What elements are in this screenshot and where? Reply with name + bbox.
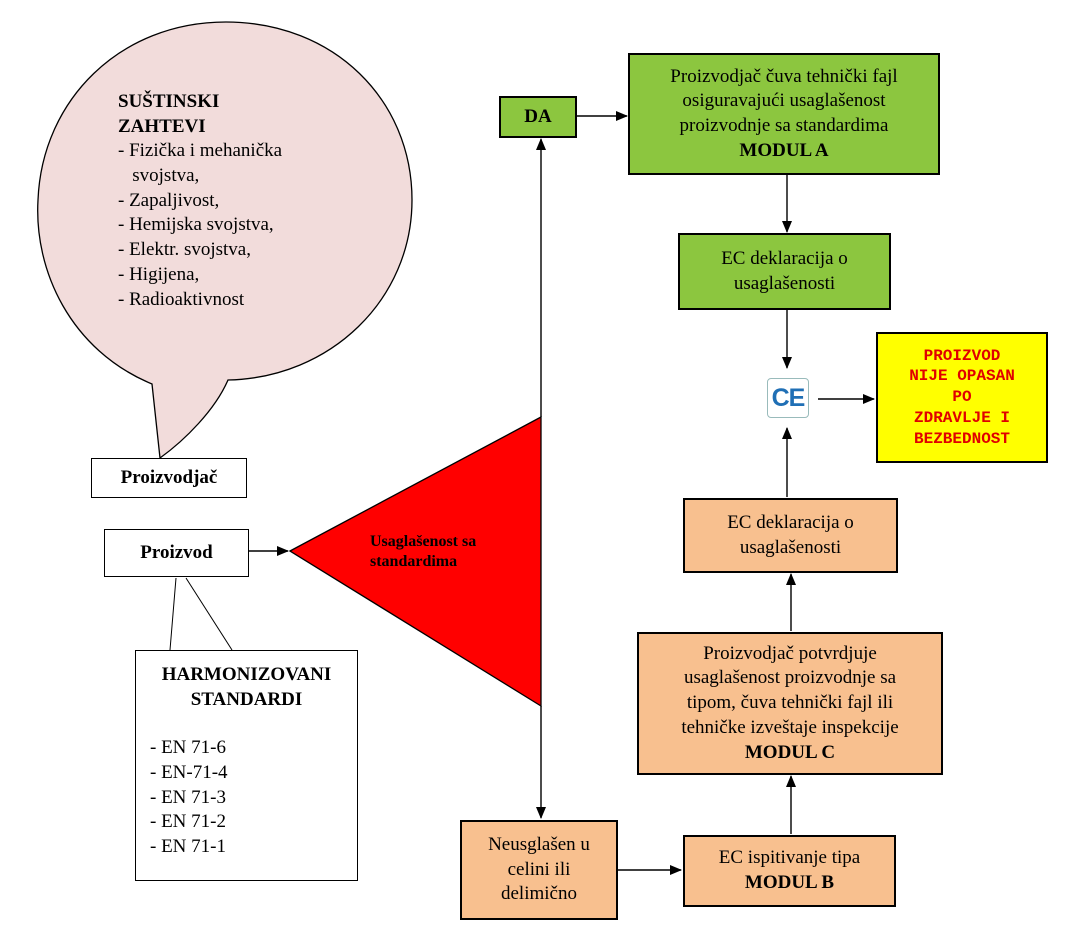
module-c-label: MODUL C	[744, 741, 836, 763]
ec-declaration-top-line2: usaglašenosti	[733, 272, 836, 294]
result-line5: BEZBEDNOST	[913, 429, 1010, 448]
module-a-label: MODUL A	[739, 139, 829, 161]
module-c-line2: usaglašenost proizvodnje sa	[683, 667, 897, 689]
nonconform-line1: Neusglašen u	[488, 833, 590, 855]
module-a-line1: Proizvodjač čuva tehnički fajl	[670, 65, 898, 87]
ec-declaration-top-line1: EC deklaracija o	[721, 247, 848, 269]
standard-item: - EN 71-2	[150, 811, 226, 833]
nonconform-line3: delimično	[501, 883, 577, 905]
module-c-line4: tehničke izveštaje inspekcije	[681, 716, 899, 738]
ec-declaration-bottom-line1: EC deklaracija o	[727, 511, 854, 533]
result-line2: NIJE OPASAN	[909, 367, 1015, 386]
requirements-item: - Hemijska svojstva,	[118, 214, 274, 236]
requirements-item: - Zapaljivost,	[118, 189, 220, 211]
product-box: Proizvod	[104, 529, 249, 577]
product-standards-connector-right	[185, 577, 233, 651]
module-b-line1: EC ispitivanje tipa	[718, 847, 861, 869]
requirements-item: - Radioaktivnost	[118, 288, 245, 310]
module-a-line3: proizvodnje sa standardima	[679, 115, 889, 136]
ec-declaration-bottom-box: EC deklaracija o usaglašenosti	[683, 498, 898, 573]
requirements-item: - Elektr. svojstva,	[118, 239, 251, 261]
module-c-line3: tipom, čuva tehnički fajl ili	[686, 692, 894, 714]
triangle-label-line1: Usaglašenost sa	[370, 533, 477, 550]
result-line1: PROIZVOD	[923, 346, 1001, 365]
standard-item: - EN 71-6	[150, 737, 226, 759]
ec-declaration-top-box: EC deklaracija o usaglašenosti	[678, 233, 891, 310]
module-c-line1: Proizvodjač potvrdjuje	[703, 642, 877, 664]
module-c-box: Proizvodjač potvrdjuje usaglašenost proi…	[637, 632, 943, 775]
yes-label: DA	[524, 105, 552, 127]
requirements-callout: SUŠTINSKI ZAHTEVI - Fizička i mehanička …	[118, 90, 282, 312]
standard-item: - EN 71-1	[150, 836, 226, 858]
module-a-line2: osiguravajući usaglašenost	[682, 90, 886, 112]
standards-title-line1: HARMONIZOVANI	[161, 664, 332, 685]
result-line4: ZDRAVLJE I	[913, 408, 1010, 427]
product-standards-connector-left	[169, 577, 177, 651]
requirements-title-line1: SUŠTINSKI	[118, 91, 220, 112]
requirements-title-line2: ZAHTEVI	[118, 115, 206, 137]
requirements-item: svojstva,	[118, 165, 200, 187]
yes-box: DA	[499, 96, 577, 138]
product-label: Proizvod	[140, 541, 213, 563]
harmonized-standards-box: HARMONIZOVANI STANDARDI - EN 71-6 - EN-7…	[135, 650, 358, 881]
requirements-callout-shape	[37, 21, 413, 460]
module-b-label: MODUL B	[744, 872, 835, 893]
standard-item: - EN 71-3	[150, 786, 226, 808]
triangle-label: Usaglašenost sa standardima	[370, 532, 476, 572]
ce-mark: CE	[767, 378, 809, 418]
manufacturer-box: Proizvodjač	[91, 458, 247, 498]
triangle-label-line2: standardima	[370, 553, 458, 570]
requirements-item: - Higijena,	[118, 263, 200, 285]
result-line3: PO	[952, 388, 972, 407]
module-b-box: EC ispitivanje tipa MODUL B	[683, 835, 896, 907]
ce-mark-text: CE	[771, 383, 806, 412]
result-box: PROIZVOD NIJE OPASAN PO ZDRAVLJE I BEZBE…	[876, 332, 1048, 463]
nonconform-box: Neusglašen u celini ili delimično	[460, 820, 618, 920]
module-a-box: Proizvodjač čuva tehnički fajl osigurava…	[628, 53, 940, 175]
nonconform-line2: celini ili	[507, 858, 571, 880]
conformity-triangle	[288, 415, 542, 708]
standards-title-line2: STANDARDI	[190, 688, 303, 710]
standard-item: - EN-71-4	[150, 762, 228, 784]
manufacturer-label: Proizvodjač	[120, 466, 218, 488]
requirements-item: - Fizička i mehanička	[118, 140, 283, 162]
ec-declaration-bottom-line2: usaglašenosti	[739, 536, 842, 558]
